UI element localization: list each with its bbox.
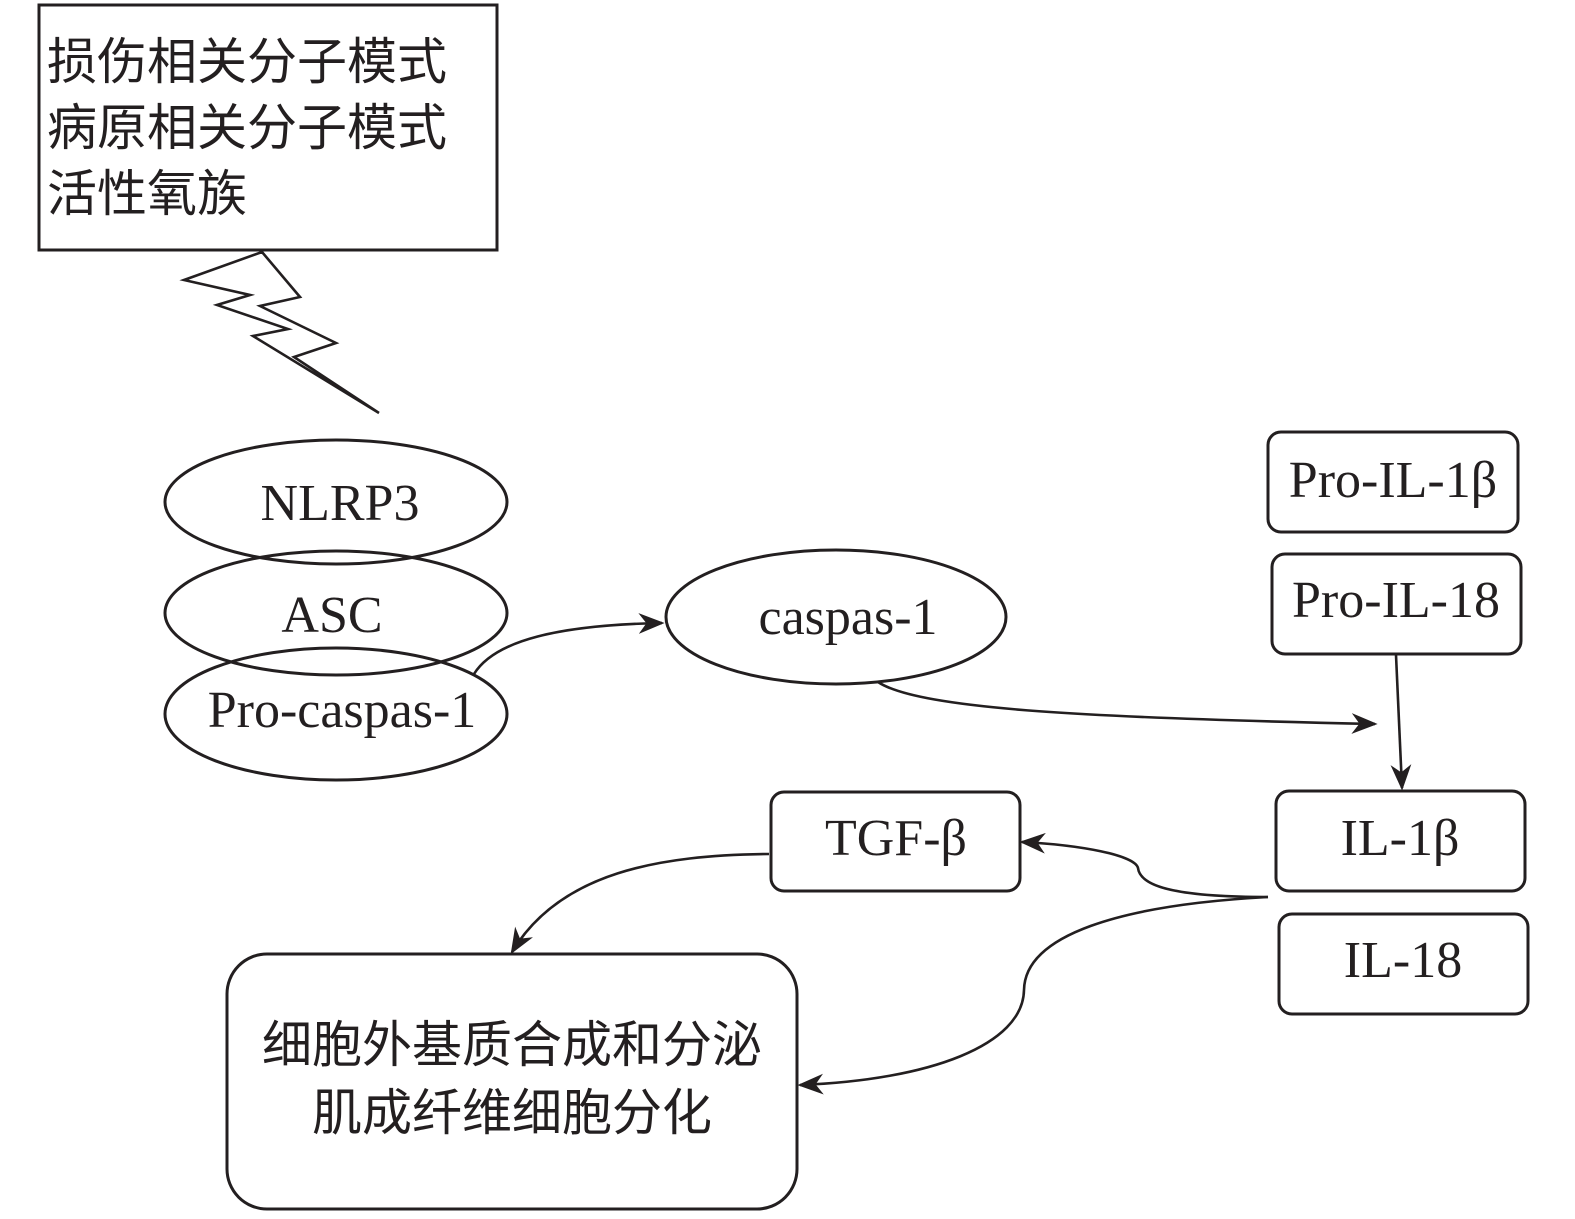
outcome-box: 细胞外基质合成和分泌 肌成纤维细胞分化	[225, 952, 799, 1211]
il-18-frame	[1277, 912, 1530, 1016]
arrow-caspase-to-cytokines	[877, 680, 1378, 734]
il-1b-box: IL-1β	[1274, 789, 1527, 893]
lightning-bolt-icon	[179, 250, 380, 415]
tgf-beta-box: TGF-β	[769, 790, 1022, 893]
tgf-beta-label: TGF-β	[825, 810, 967, 867]
caspase-1-node: caspas-1	[664, 548, 1008, 686]
arrow-il-to-outcome	[797, 895, 1269, 1095]
outcome-line-myofibroblast: 肌成纤维细胞分化	[312, 1084, 712, 1142]
il-18-box: IL-18	[1277, 912, 1530, 1016]
arrow-tgf-beta-to-outcome	[510, 852, 770, 955]
caspase-1-label: caspas-1	[758, 589, 937, 646]
pro-il-18-frame	[1270, 552, 1523, 656]
pro-il-18-box: Pro-IL-18	[1270, 552, 1523, 656]
asc-ellipse	[163, 549, 509, 677]
pro-il-1b-label: Pro-IL-1β	[1289, 452, 1497, 509]
outcome-line-ecm: 细胞外基质合成和分泌	[262, 1016, 762, 1074]
il-1b-frame	[1274, 789, 1527, 893]
nlrp3-label: NLRP3	[261, 475, 420, 532]
nlrp3-ellipse	[163, 438, 509, 566]
pro-caspase-1-label: Pro-caspas-1	[208, 682, 477, 739]
pro-il-1b-frame	[1266, 430, 1520, 534]
il-1b-label: IL-1β	[1341, 810, 1460, 867]
outcome-box-frame	[225, 952, 799, 1211]
arrow-precursor-to-mature	[1390, 654, 1412, 791]
trigger-line-pamps: 病原相关分子模式	[47, 99, 447, 157]
asc-label: ASC	[281, 587, 382, 644]
trigger-line-ros: 活性氧族	[47, 165, 247, 223]
arrow-pro-caspase-to-caspase	[472, 613, 665, 675]
pro-caspase-1-ellipse	[163, 646, 509, 782]
il-18-label: IL-18	[1344, 932, 1462, 989]
arrow-il-to-tgf-beta	[1019, 832, 1269, 899]
trigger-line-damps: 损伤相关分子模式	[47, 33, 447, 91]
caspase-1-ellipse	[664, 548, 1008, 686]
pro-il-18-label: Pro-IL-18	[1292, 572, 1500, 629]
trigger-box: 损伤相关分子模式 病原相关分子模式 活性氧族	[37, 3, 499, 252]
pro-il-1b-box: Pro-IL-1β	[1266, 430, 1520, 534]
trigger-box-frame	[37, 3, 499, 252]
inflammasome-complex: NLRP3 ASC Pro-caspas-1	[163, 438, 509, 782]
